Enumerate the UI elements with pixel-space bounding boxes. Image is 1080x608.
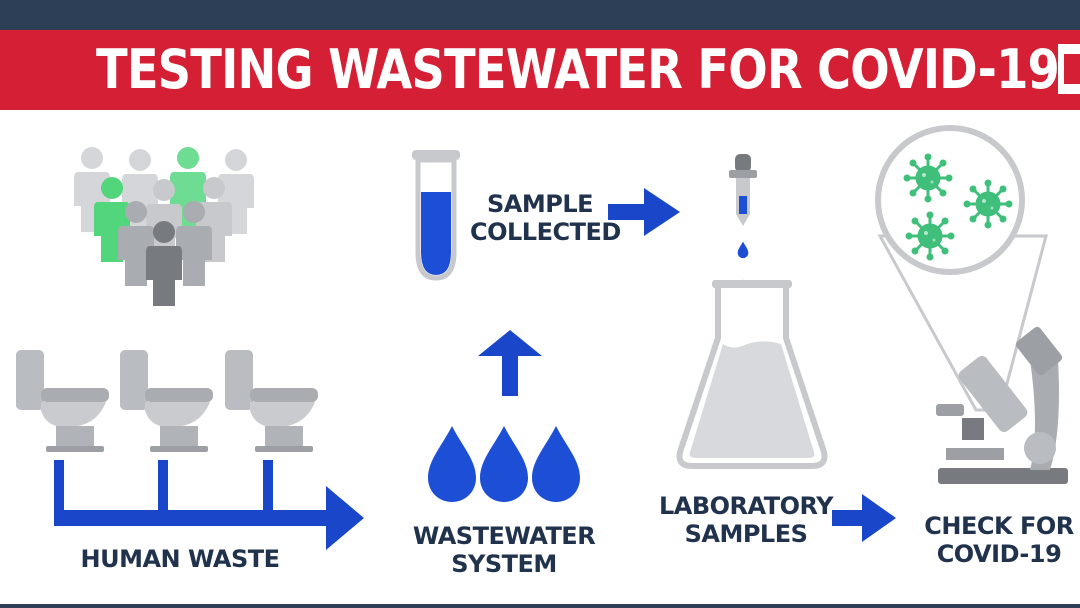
virus-icon (962, 178, 1014, 230)
arrow-icon (832, 494, 896, 542)
pipe-arrow-icon (54, 460, 364, 550)
check-for-covid-label: CHECK FOR COVID-19 (924, 512, 1074, 568)
laboratory-samples-label: LABORATORY SAMPLES (658, 492, 834, 548)
banner-notch (1058, 44, 1080, 94)
arrow-icon (608, 188, 680, 236)
toilet-icon (225, 350, 318, 452)
wastewater-system-label: WASTEWATER SYSTEM (412, 522, 596, 578)
bottom-bar (0, 604, 1080, 608)
human-waste-label: HUMAN WASTE (80, 545, 281, 573)
microscope-icon (936, 326, 1068, 484)
toilet-icon (120, 350, 213, 452)
magnified-view (875, 125, 1048, 412)
virus-icon (902, 152, 954, 204)
test-tube-icon (412, 150, 460, 281)
up-arrow-icon (478, 330, 542, 396)
crowd-icon (74, 147, 254, 306)
title-banner (0, 30, 1080, 110)
dropper-icon (729, 154, 757, 331)
toilet-icon (16, 350, 109, 452)
water-drop-icon (428, 426, 580, 502)
top-bar (0, 0, 1080, 30)
flask-icon (676, 280, 828, 469)
virus-icon (904, 210, 956, 262)
sample-collected-label: SAMPLE COLLECTED (470, 190, 621, 246)
